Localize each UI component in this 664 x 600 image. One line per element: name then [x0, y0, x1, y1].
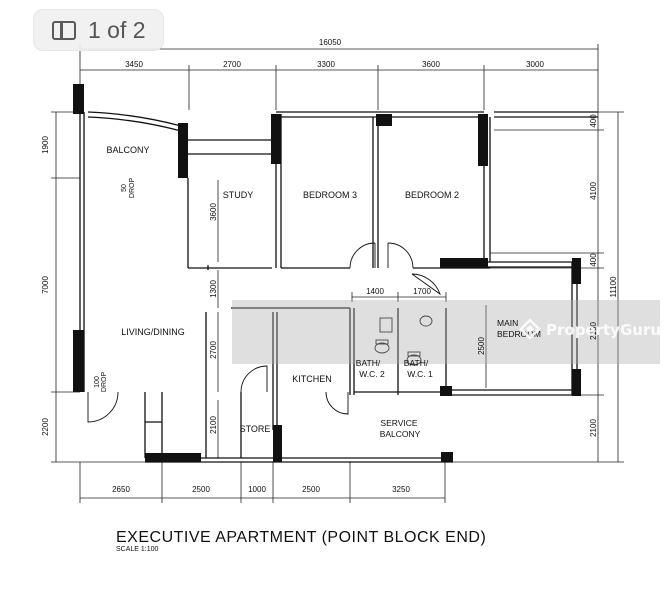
- room-labels: BALCONY 50 DROP STUDY BEDROOM 3 BEDROOM …: [94, 145, 541, 439]
- drop-note: DROP: [129, 178, 136, 199]
- dim-bath2: 1400: [366, 287, 384, 296]
- room-balcony: BALCONY: [106, 145, 149, 155]
- room-service-balcony: BALCONY: [380, 429, 421, 439]
- columns: [73, 84, 581, 462]
- watermark-band: [232, 300, 660, 364]
- dim-top: 3600: [422, 60, 440, 69]
- dimension-lines: [51, 44, 624, 503]
- plan-title: EXECUTIVE APARTMENT (POINT BLOCK END): [116, 529, 486, 546]
- room-service-balcony: SERVICE: [380, 418, 417, 428]
- dim-right: 400: [589, 114, 598, 128]
- room-bath-1: W.C. 1: [407, 369, 433, 379]
- room-bath-2: W.C. 2: [359, 369, 385, 379]
- dim-right: 2100: [589, 419, 598, 437]
- dim-left: 7000: [41, 276, 50, 294]
- dim-bottom: 3250: [392, 485, 410, 494]
- room-main-bedroom: BEDROOM: [497, 329, 541, 339]
- dim-right: 4100: [589, 182, 598, 200]
- room-study: STUDY: [223, 190, 254, 200]
- drop-note: 50: [121, 184, 128, 192]
- drop-note: 100: [94, 376, 101, 388]
- dimension-labels: 16050 3450 2700 3300 3600 3000 2650 2500…: [41, 38, 618, 494]
- watermark-brand: PropertyGuru: [546, 321, 662, 339]
- plan-scale: SCALE 1:100: [116, 546, 159, 553]
- sanitary-fixtures: [374, 315, 433, 366]
- dim-store: 2100: [209, 416, 218, 434]
- room-kitchen: KITCHEN: [292, 374, 332, 384]
- dim-study: 3600: [209, 203, 218, 221]
- dim-top: 3000: [526, 60, 544, 69]
- room-store: STORE: [240, 424, 271, 434]
- dim-left: 1900: [41, 136, 50, 154]
- gallery-icon: [52, 20, 76, 40]
- dim-bath1: 1700: [413, 287, 431, 296]
- dim-bath: 2500: [477, 337, 486, 355]
- dim-right: 400: [589, 253, 598, 267]
- room-bedroom-2: BEDROOM 2: [405, 190, 459, 200]
- dim-left: 2200: [41, 418, 50, 436]
- room-bedroom-3: BEDROOM 3: [303, 190, 357, 200]
- gallery-count-label: 1 of 2: [88, 16, 146, 43]
- walls: [79, 111, 598, 463]
- dim-top: 3300: [317, 60, 335, 69]
- dim-bottom: 1000: [248, 485, 266, 494]
- dim-right-overall: 11100: [609, 276, 618, 298]
- gallery-counter[interactable]: 1 of 2: [33, 9, 164, 51]
- door-swings: [87, 242, 441, 423]
- room-bath-1: BATH/: [404, 358, 429, 368]
- room-living-dining: LIVING/DINING: [121, 327, 185, 337]
- propertyguru-logo-icon: [519, 318, 541, 340]
- dim-kitchen: 2700: [209, 341, 218, 359]
- room-bath-2: BATH/: [356, 358, 381, 368]
- propertyguru-watermark: PropertyGuru: [518, 318, 661, 342]
- dim-right: 2130: [589, 322, 598, 340]
- dim-top: 3450: [125, 60, 143, 69]
- dim-overall: 16050: [319, 38, 342, 47]
- dim-bottom: 2500: [192, 485, 210, 494]
- dim-top: 2700: [223, 60, 241, 69]
- dim-corridor: 1300: [209, 280, 218, 298]
- dim-bottom: 2500: [302, 485, 320, 494]
- room-main-bedroom: MAIN: [497, 318, 518, 328]
- dim-bottom: 2650: [112, 485, 130, 494]
- drop-note: DROP: [101, 372, 108, 393]
